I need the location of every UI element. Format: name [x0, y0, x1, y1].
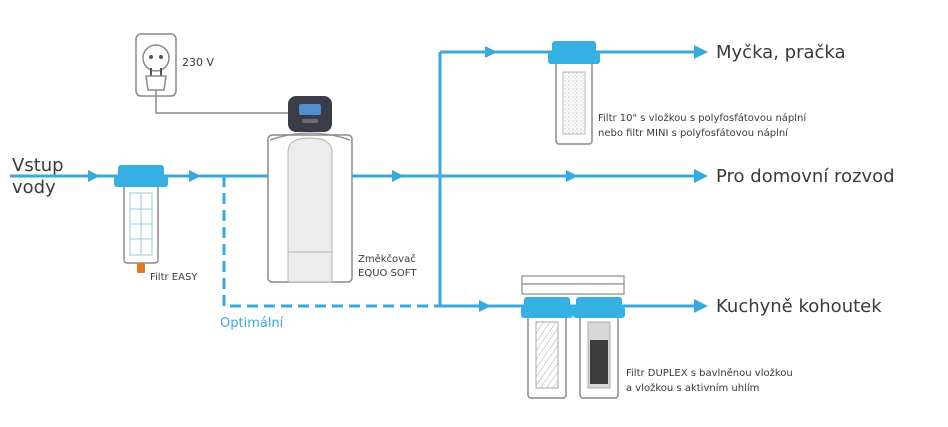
out-dishwasher-label: Myčka, pračka — [716, 42, 846, 63]
filter-duplex — [521, 275, 625, 399]
duplex-label-line2: a vložkou s aktivním uhlím — [626, 382, 759, 394]
inlet-label-line2: vody — [12, 177, 56, 198]
flow-arrows — [88, 45, 708, 313]
arrow-icon — [694, 299, 708, 313]
arrow-icon — [566, 170, 578, 182]
arrow-icon — [479, 300, 491, 312]
out-house-label: Pro domovní rozvod — [716, 166, 895, 187]
arrow-icon — [88, 170, 100, 182]
duplex-label-line1: Filtr DUPLEX s bavlněnou vložkou — [626, 367, 793, 379]
filter-easy-label: Filtr EASY — [150, 272, 198, 283]
arrow-icon — [189, 170, 201, 182]
softener-equo-soft — [267, 96, 353, 283]
pipes — [10, 50, 700, 308]
inlet-label-line1: Vstup — [12, 155, 64, 176]
filter-10-mini — [548, 41, 600, 145]
power-cable — [155, 90, 290, 114]
optimal-label: Optimální — [220, 316, 284, 331]
softener-label-line2: EQUO SOFT — [358, 268, 417, 279]
arrow-icon — [694, 45, 708, 59]
filter-easy — [114, 165, 168, 273]
filter10-label-line2: nebo filtr MINI s polyfosfátovou náplní — [598, 127, 789, 139]
arrow-icon — [392, 170, 404, 182]
voltage-label: 230 V — [182, 56, 214, 69]
softener-label-line1: Změkčovač — [358, 253, 416, 265]
filter10-label-line1: Filtr 10" s vložkou s polyfosfátovou náp… — [598, 112, 807, 124]
arrow-icon — [485, 46, 497, 58]
optimal-bypass-pipe — [222, 176, 440, 308]
arrow-icon — [694, 169, 708, 183]
power-socket — [135, 33, 177, 97]
out-kitchen-label: Kuchyně kohoutek — [716, 296, 882, 317]
